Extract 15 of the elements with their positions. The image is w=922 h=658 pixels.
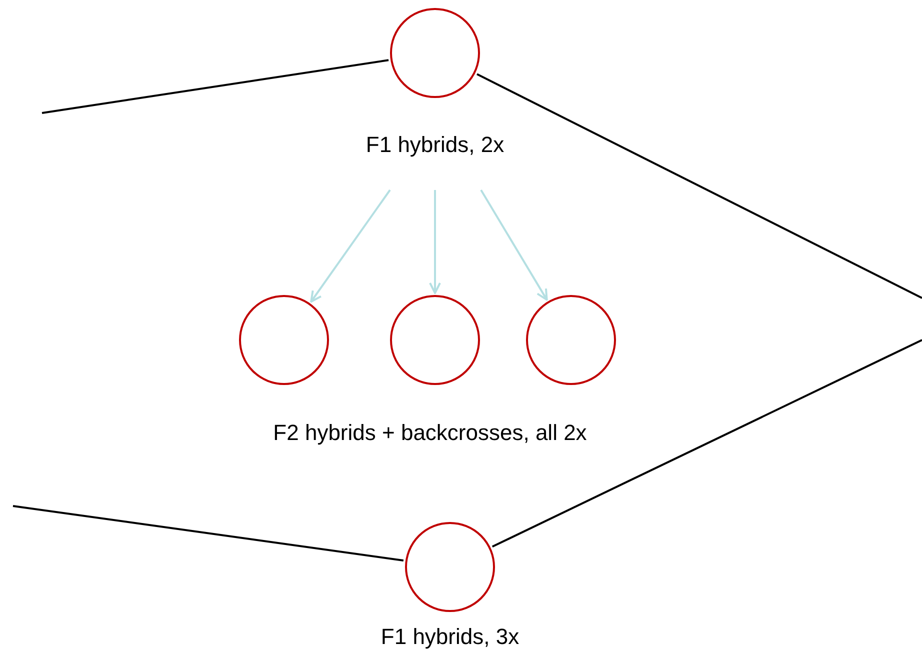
circle-node [390,8,480,98]
connector-line [492,339,922,548]
arrow [310,189,391,303]
circle-node [390,295,480,385]
arrow [480,189,548,301]
circle-node [405,522,495,612]
node-caption: F1 hybrids, 3x [380,624,520,650]
connector-line [476,73,922,299]
group-caption: F2 hybrids + backcrosses, all 2x [273,420,587,446]
node-caption: F1 hybrids, 2x [366,132,504,158]
connector-line [12,505,404,562]
circle-node [239,295,329,385]
connector-line [42,59,389,114]
circle-node [526,295,616,385]
arrow [429,190,441,294]
